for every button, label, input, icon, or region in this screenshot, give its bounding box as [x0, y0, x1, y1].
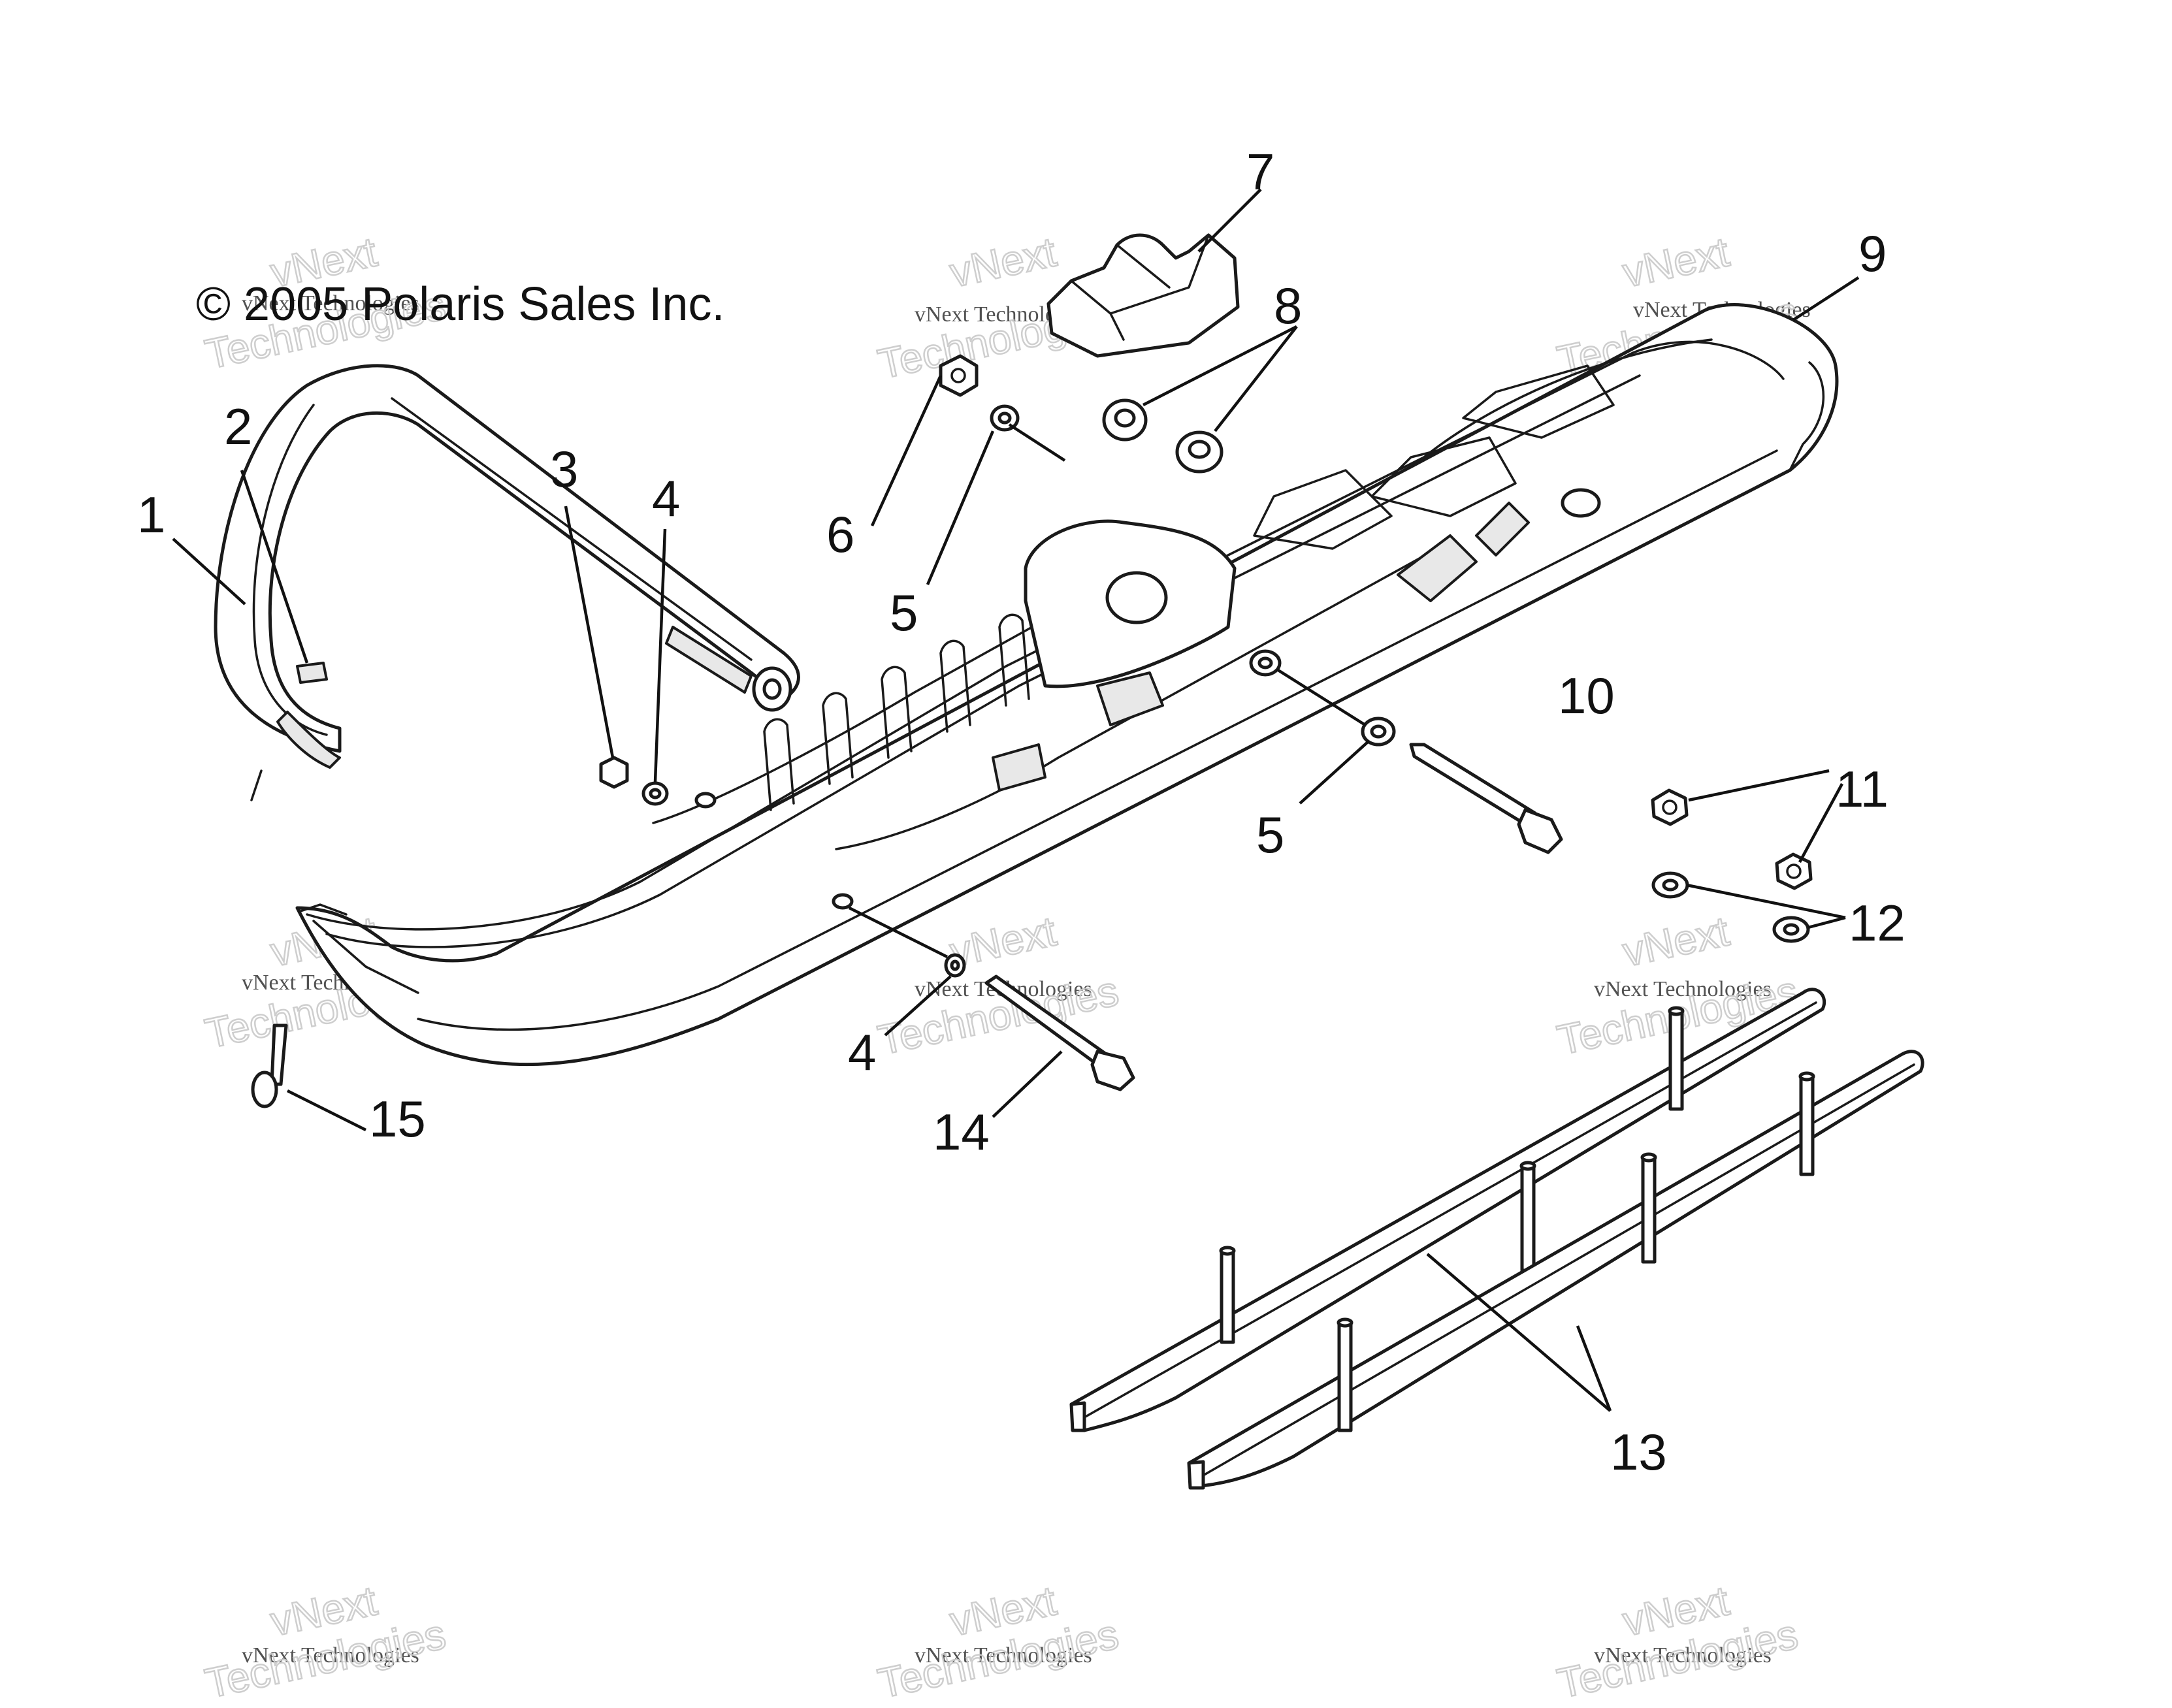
leader-5b-ext [1276, 668, 1367, 726]
lock-nut-left [1651, 788, 1689, 826]
leader-4b [884, 975, 952, 1037]
callout-9: 9 [1858, 225, 1887, 282]
leader-4a [653, 528, 667, 782]
spindle-nut [939, 354, 979, 397]
leader-7 [1197, 188, 1262, 253]
leader-5a [926, 430, 995, 585]
leader-13b [1576, 1325, 1612, 1411]
leader-12a [1686, 883, 1846, 920]
callout-4-upper: 4 [652, 470, 680, 527]
watermark-bottom-left: vNext vNext Technologies Technologies [201, 1576, 451, 1708]
callout-5-upper: 5 [890, 584, 918, 641]
leader-11a [1688, 769, 1830, 802]
flat-washer-right [1772, 916, 1810, 943]
flat-washer-left [1651, 871, 1689, 899]
leader-lines [172, 188, 1860, 1412]
leader-3 [564, 506, 615, 758]
washer-upper [990, 404, 1020, 432]
callout-5-lower: 5 [1256, 806, 1284, 863]
washer-lower [1361, 717, 1396, 747]
leader-12b [1807, 916, 1846, 929]
watermark-vnext-technologies: vNext Technologies [915, 1643, 1092, 1668]
watermark-vnext: vNext [1619, 907, 1733, 975]
watermark-vnext: vNext [1619, 228, 1733, 296]
tip-rivet [251, 1023, 288, 1108]
leader-5a-ext [1008, 423, 1066, 462]
leader-14 [992, 1050, 1063, 1118]
spindle-bolt [1409, 743, 1563, 854]
leader-9 [1792, 276, 1860, 321]
callout-11: 11 [1836, 760, 1888, 818]
callout-6: 6 [826, 506, 854, 563]
callout-15: 15 [369, 1090, 426, 1148]
lower-washer [944, 953, 966, 978]
leader-1 [172, 538, 246, 605]
watermark-bottom-right: vNext vNext Technologies Technologies [1553, 1576, 1803, 1708]
leader-5b [1299, 740, 1370, 805]
leader-15 [286, 1089, 367, 1132]
ski-loop-handle [214, 364, 800, 801]
carbide-runner-rear [1069, 988, 1826, 1432]
carbide-runner-front [1187, 1050, 1924, 1490]
callout-10: 10 [1558, 667, 1615, 724]
leader-6 [870, 375, 943, 526]
callout-12: 12 [1849, 894, 1905, 952]
callout-2: 2 [224, 398, 252, 455]
handle-washer [641, 781, 669, 806]
callout-13: 13 [1610, 1423, 1667, 1481]
watermark-bottom-center: vNext vNext Technologies Technologies [873, 1576, 1124, 1708]
ski-body [295, 303, 1839, 1067]
leader-11b [1798, 782, 1843, 863]
callout-4-lower: 4 [848, 1023, 876, 1081]
watermark-vnext-technologies: vNext Technologies [242, 291, 419, 315]
callout-14: 14 [933, 1103, 990, 1161]
handle-nut [599, 756, 629, 789]
bushing-pair [1102, 398, 1224, 474]
leader-8b [1214, 325, 1298, 432]
callout-numbers: 1 2 3 4 4 5 5 6 7 8 9 10 11 12 13 14 15 [137, 143, 1905, 1481]
leader-4b-ext [848, 906, 948, 959]
watermark-vnext-technologies: vNext Technologies [1594, 1643, 1772, 1668]
leader-13a [1426, 1253, 1612, 1412]
watermark-vnext-technologies: vNext Technologies [1594, 977, 1772, 1001]
wear-bar-bolt [984, 975, 1135, 1091]
leader-8a [1142, 325, 1298, 407]
callout-3: 3 [550, 440, 578, 498]
ski-saddle [1046, 233, 1240, 358]
handle-plug-insert [296, 662, 328, 684]
lock-nut-right [1775, 852, 1813, 890]
watermark-vnext-technologies: vNext Technologies [242, 1643, 419, 1668]
callout-7: 7 [1246, 143, 1274, 201]
leader-2 [240, 470, 309, 664]
callout-8: 8 [1274, 277, 1302, 334]
watermark-vnext: vNext [946, 228, 1060, 296]
washer-inner [1249, 649, 1282, 677]
copyright-notice: © 2005 Polaris Sales Inc. [196, 278, 724, 330]
callout-1: 1 [137, 486, 165, 543]
